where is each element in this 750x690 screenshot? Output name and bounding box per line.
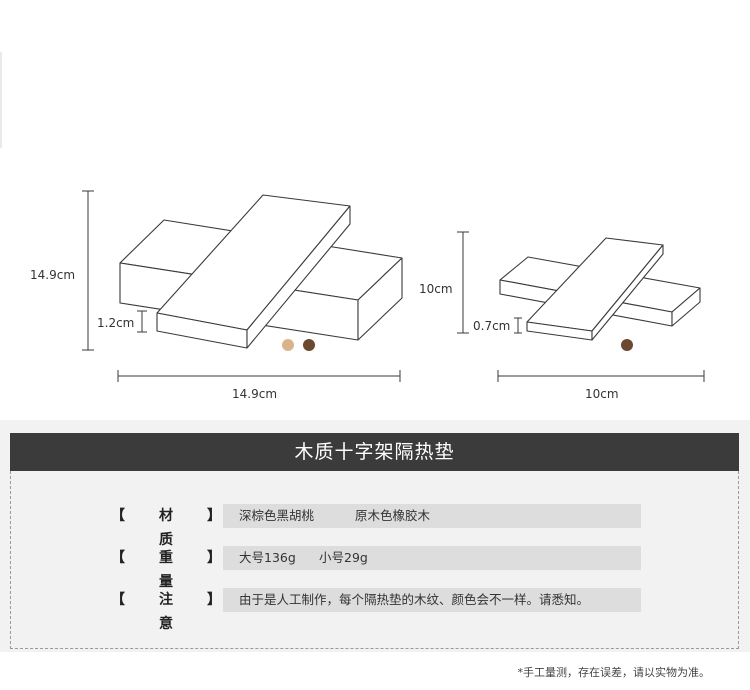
edge-mark <box>0 52 2 148</box>
spec-table: 【 材质 】 深棕色黑胡桃 原木色橡胶木 【 重量 】 大号136g 小号29g… <box>10 471 739 649</box>
bracket-open: 【 <box>111 550 125 566</box>
bracket-close: 】 <box>207 550 221 566</box>
footnote: *手工量测，存在误差，请以实物为准。 <box>517 666 711 679</box>
bracket-close: 】 <box>207 592 221 608</box>
spec-title: 木质十字架隔热垫 <box>10 433 739 471</box>
small-vertical-bar <box>526 237 664 341</box>
dimension-diagram: 14.9cm 1.2cm 14.9cm 10cm 0.7cm 10cm <box>30 190 705 401</box>
small-swatch-dark <box>621 339 633 351</box>
small-thickness-label: 0.7cm <box>473 319 510 333</box>
note-value-text: 由于是人工制作，每个隔热垫的木纹、颜色会不一样。请悉知。 <box>239 592 590 607</box>
material-label: 【 材质 】 <box>111 504 221 548</box>
weight-value: 大号136g 小号29g <box>223 546 641 570</box>
product-diagram-area: 14.9cm 1.2cm 14.9cm 10cm 0.7cm 10cm <box>0 52 705 401</box>
spec-panel: 木质十字架隔热垫 【 材质 】 深棕色黑胡桃 原木色橡胶木 【 重量 】 大号1… <box>0 420 750 652</box>
spec-row-material: 【 材质 】 深棕色黑胡桃 原木色橡胶木 <box>11 504 740 548</box>
note-label: 【 注意 】 <box>111 588 221 632</box>
large-height-label: 14.9cm <box>30 268 75 282</box>
bracket-open: 【 <box>111 592 125 608</box>
small-height-label: 10cm <box>419 282 453 296</box>
spec-row-weight: 【 重量 】 大号136g 小号29g <box>11 546 740 590</box>
large-width-label: 14.9cm <box>232 387 277 401</box>
small-width-label: 10cm <box>585 387 619 401</box>
material-label-text: 材质 <box>159 508 191 548</box>
large-swatch-light <box>282 339 294 351</box>
weight-label-text: 重量 <box>159 550 191 590</box>
large-thickness-label: 1.2cm <box>97 316 134 330</box>
material-value: 深棕色黑胡桃 原木色橡胶木 <box>223 504 641 528</box>
material-value-2: 原木色橡胶木 <box>355 508 431 523</box>
spec-row-note: 【 注意 】 由于是人工制作，每个隔热垫的木纹、颜色会不一样。请悉知。 <box>11 588 740 632</box>
weight-value-small: 小号29g <box>319 550 368 565</box>
note-label-text: 注意 <box>159 592 191 632</box>
bracket-close: 】 <box>207 508 221 524</box>
material-value-1: 深棕色黑胡桃 <box>239 508 315 523</box>
weight-value-large: 大号136g <box>239 550 296 565</box>
weight-label: 【 重量 】 <box>111 546 221 590</box>
large-swatch-dark <box>303 339 315 351</box>
bracket-open: 【 <box>111 508 125 524</box>
large-vertical-bar <box>156 194 351 349</box>
note-value: 由于是人工制作，每个隔热垫的木纹、颜色会不一样。请悉知。 <box>223 588 641 612</box>
